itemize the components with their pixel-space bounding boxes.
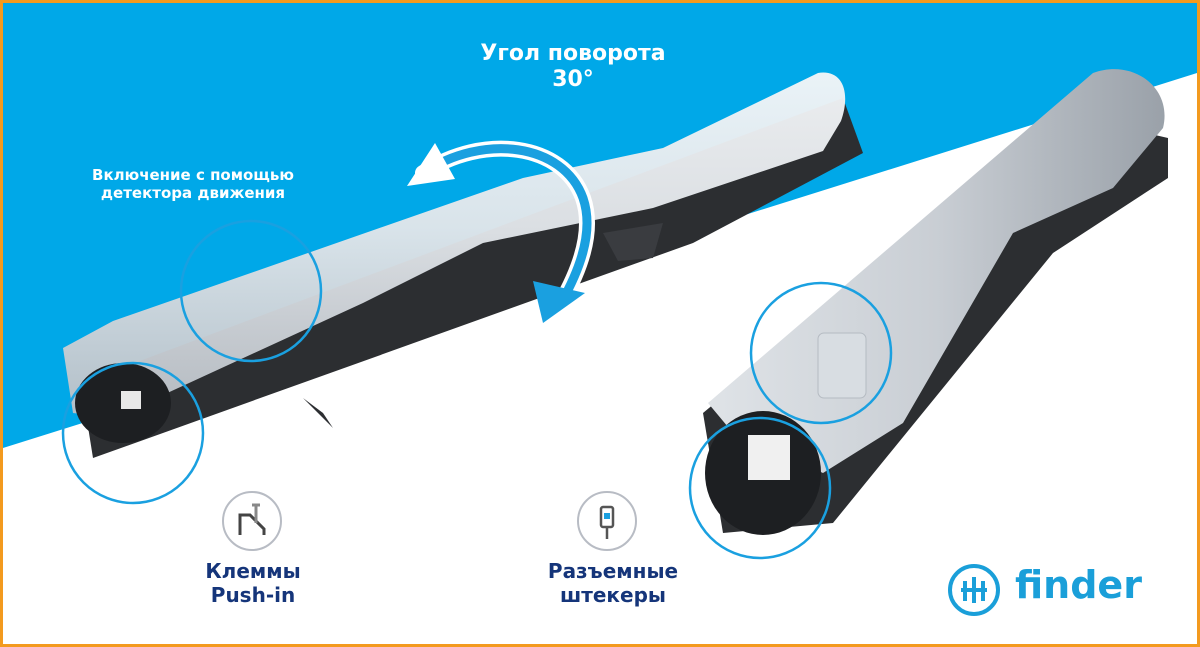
plug-connector-icon — [577, 491, 637, 551]
rotation-label-line1: Угол поворота — [480, 41, 666, 66]
pushin-terminals-label: Клеммы Push-in — [163, 559, 343, 607]
rotation-angle-label: Угол поворота 30° — [423, 41, 723, 94]
switch-highlight — [749, 281, 893, 425]
finder-brand-name: finder — [1015, 563, 1142, 607]
pushin-label-line2: Push-in — [210, 583, 296, 607]
switch-label-line2: с помощью — [594, 353, 692, 372]
motion-label-line1: Включение с помощью — [92, 166, 294, 184]
motion-label-line2: детектора движения — [100, 184, 286, 202]
motion-sensor-highlight — [179, 219, 323, 363]
plug-highlight — [688, 416, 832, 560]
rotation-label-line2: 30° — [552, 67, 594, 93]
left-light-fixture — [63, 72, 863, 458]
push-in-terminal-icon — [222, 491, 282, 551]
plug-label-line1: Разъемные — [547, 559, 679, 583]
background-artwork — [3, 3, 1197, 560]
pushin-highlight — [61, 361, 205, 505]
plug-label-line2: штекеры — [560, 583, 666, 607]
switch-label: Включение с помощью переключателя ВКЛ/ВЫ… — [543, 334, 743, 411]
motion-detector-label: Включение с помощью детектора движения — [63, 166, 323, 202]
finder-logo: finder — [947, 563, 1187, 617]
right-light-fixture — [703, 69, 1168, 535]
pushin-label-line1: Клеммы — [205, 559, 301, 583]
rotation-arrow-icon — [407, 140, 595, 323]
finder-logo-icon — [948, 564, 1000, 616]
plug-connectors-label: Разъемные штекеры — [503, 559, 723, 607]
switch-label-line1: Включение — [593, 334, 693, 352]
switch-label-line3: переключателя — [574, 372, 712, 391]
switch-label-line4: ВКЛ/ВЫКЛ — [596, 391, 690, 410]
